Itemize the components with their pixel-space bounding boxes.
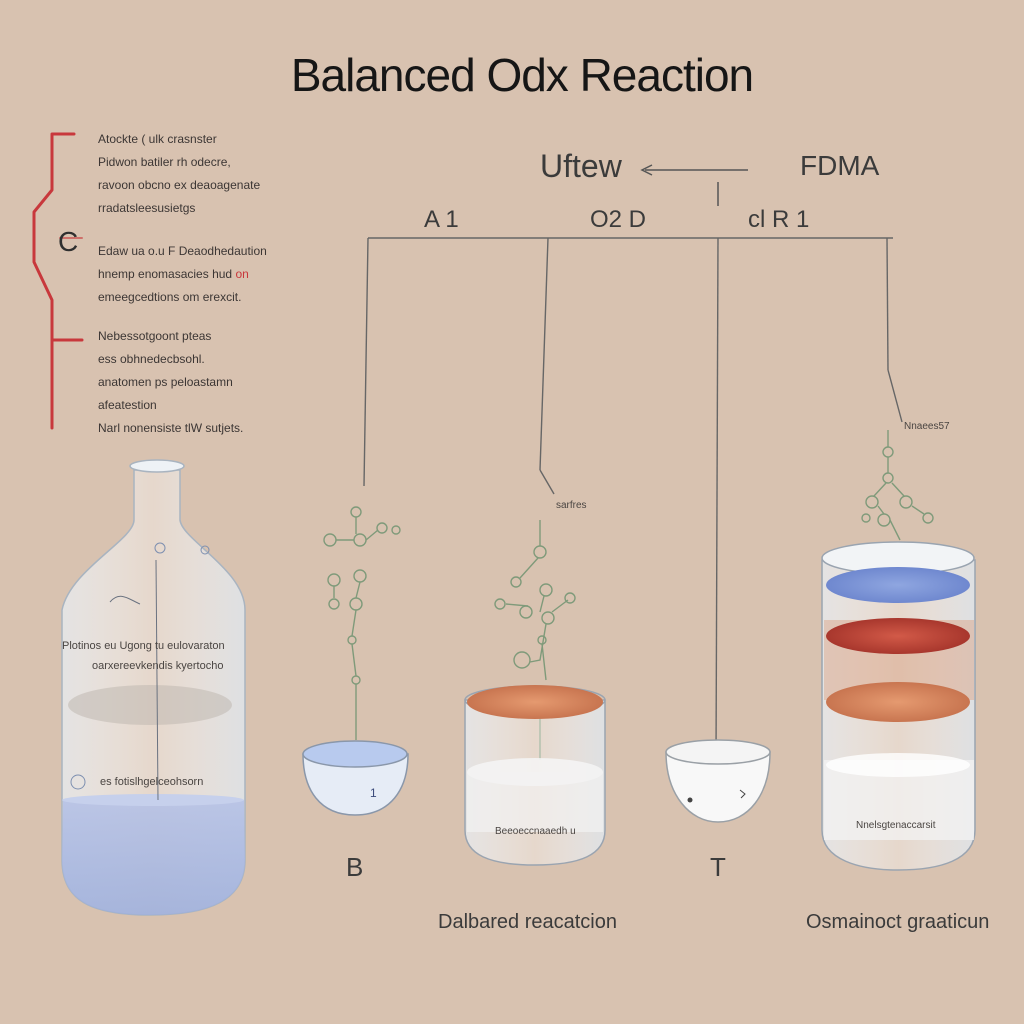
beaker-middle [464, 685, 606, 866]
note-line: Narl nonensiste tlW sutjets. [98, 421, 244, 435]
notes-block-2: Edaw ua o.u F Deaodhedaution hnemp enoma… [98, 240, 318, 309]
molecule-chain-left [323, 506, 401, 740]
caption-left: Dalbared reacatcion [438, 911, 617, 933]
beaker-left-label: Beeoeccnaaedh u [495, 826, 576, 837]
beaker-right-label: Nnelsgtenaccarsit [856, 820, 936, 831]
flask-label-2: oarxereevkendis kyertocho [92, 660, 224, 672]
note-line: afeatestion [98, 398, 157, 412]
notes-block-1: Atockte ( ulk crasnster Pidwon batiler r… [98, 128, 318, 220]
flask-label-3: es fotislhgelceohsorn [100, 776, 204, 788]
label-o2d: O2 D [590, 206, 647, 233]
small-dish-left: 1 [302, 740, 409, 816]
small-tag: sarfres [556, 500, 587, 511]
small-dish-right [665, 739, 771, 823]
reaction-arrow [640, 164, 748, 206]
svg-text:1: 1 [370, 786, 377, 800]
right-tag: Nnaees57 [904, 421, 950, 432]
note-line: rradatsleesusietgs [98, 201, 196, 215]
note-line: ravoon obcno ex deaoagenate [98, 178, 261, 192]
molecule-chain-middle [494, 520, 576, 760]
label-reactant: FDMA [800, 150, 880, 181]
page-title: Balanced Odx Reaction [290, 49, 754, 101]
label-product: Uftew [540, 148, 622, 184]
note-line: hnemp enomasacies hud on [98, 267, 249, 281]
label-t: T [710, 852, 726, 882]
flask-label-1: Plotinos eu Ugong tu eulovaraton [62, 640, 225, 652]
notes-block-3: Nebessotgoont pteas ess obhnedecbsohl. a… [98, 325, 318, 440]
note-line: ess obhnedecbsohl. [98, 352, 205, 366]
note-line: Nebessotgoont pteas [98, 329, 212, 343]
label-b: B [346, 852, 364, 882]
note-line: anatomen ps peloastamn [98, 375, 233, 389]
label-a1: A 1 [424, 206, 459, 233]
note-line: Edaw ua o.u F Deaodhedaution [98, 244, 267, 258]
note-line: Atockte ( ulk crasnster [98, 132, 217, 146]
connector-lines [363, 237, 903, 761]
caption-right: Osmainoct graaticun [806, 911, 990, 933]
note-red-mark: on [235, 267, 249, 281]
note-line: emeegcedtions om erexcit. [98, 290, 242, 304]
red-bracket [32, 132, 84, 430]
bracket-letter: C [58, 226, 79, 257]
note-line: Pidwon batiler rh odecre, [98, 155, 231, 169]
label-clr1: cl R 1 [748, 206, 810, 233]
volumetric-flask [61, 459, 246, 916]
beaker-layered [821, 541, 976, 871]
molecule-chain-right [861, 430, 934, 541]
